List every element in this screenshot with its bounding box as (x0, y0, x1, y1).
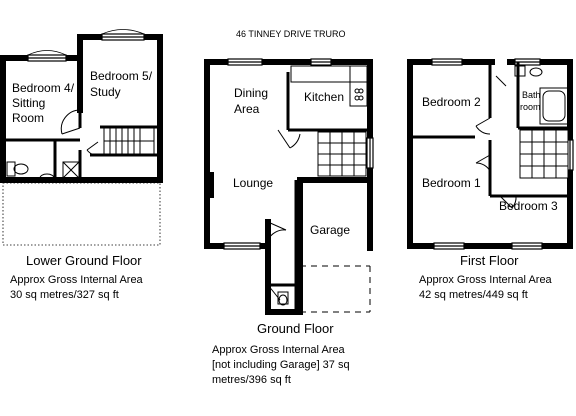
first-area-label: Approx Gross Internal Area (419, 274, 552, 286)
first-floor-title: First Floor (460, 253, 519, 268)
room-label-bath-line1: Bath (522, 90, 541, 100)
room-label-lounge: Lounge (233, 176, 274, 190)
room-label-bedroom3: Bedroom 3 (499, 199, 558, 213)
room-label-bedroom4-line1: Bedroom 4/ (12, 81, 75, 95)
ground-area-label: Approx Gross Internal Area (212, 344, 345, 356)
address-title: 46 TINNEY DRIVE TRURO (236, 29, 346, 39)
room-label-garage: Garage (310, 223, 351, 237)
first-area-value: 42 sq metres/449 sq ft (419, 289, 528, 301)
lower-ground-floor-title: Lower Ground Floor (26, 253, 142, 268)
room-label-bedroom4-line3: Room (12, 111, 45, 125)
room-label-bedroom2: Bedroom 2 (422, 95, 481, 109)
room-label-bedroom5-line2: Study (90, 85, 121, 99)
ground-area-line2: [not including Garage] 37 sq (212, 359, 350, 371)
room-label-bedroom4-line2: Sitting (12, 96, 46, 110)
ground-floor-title: Ground Floor (257, 321, 334, 336)
room-label-dining-line1: Dining (234, 86, 269, 100)
room-label-kitchen: Kitchen (304, 90, 345, 104)
room-label-dining-line2: Area (234, 102, 260, 116)
ground-area-line3: metres/396 sq ft (212, 374, 291, 386)
lower-ground-area-label: Approx Gross Internal Area (10, 274, 143, 286)
room-label-bedroom5-line1: Bedroom 5/ (90, 69, 153, 83)
ground-floor-plan (204, 58, 374, 315)
first-floor-plan (407, 58, 574, 250)
lower-ground-area-value: 30 sq metres/327 sq ft (10, 289, 119, 301)
room-label-bath-line2: room (520, 102, 541, 112)
lower-ground-floor-plan (0, 29, 163, 246)
room-label-bedroom1: Bedroom 1 (422, 176, 481, 190)
